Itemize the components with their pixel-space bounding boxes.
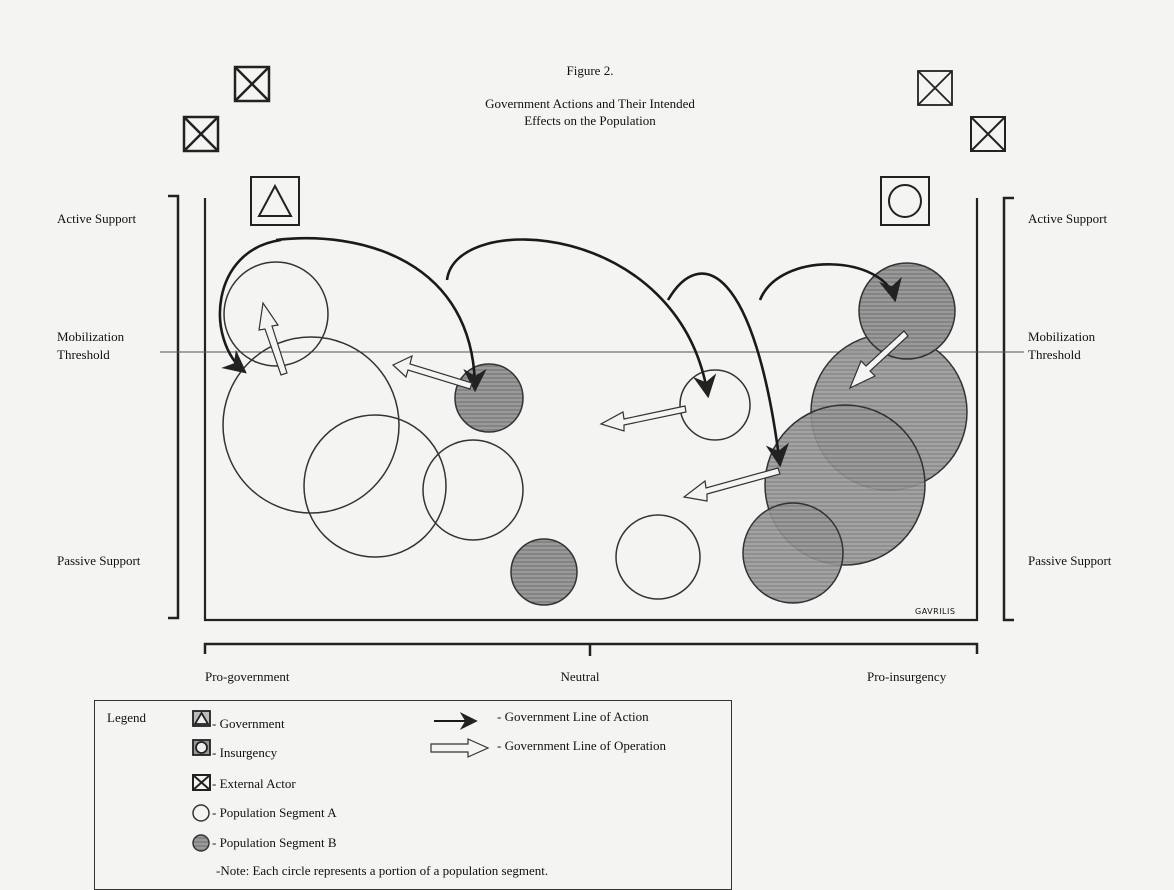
pro-government-label: Pro-government [205, 669, 290, 684]
right-mobilization-label: Mobilization [1028, 329, 1096, 344]
support-axis-bracket [203, 642, 979, 656]
government-icon [250, 176, 300, 226]
figure-title-line1: Government Actions and Their Intended [485, 96, 695, 111]
right-support-bracket [1002, 196, 1014, 622]
legend-line-of-action-label: - Government Line of Action [497, 709, 649, 724]
population-segment-a-circle [679, 369, 751, 441]
legend-external-actor-label: - External Actor [212, 776, 296, 791]
population-container [203, 198, 979, 622]
external-actor-icon [970, 116, 1006, 152]
government-line-of-action [445, 238, 717, 399]
population-segment-a-circle [223, 261, 329, 367]
artist-signature: GAVRILIS [915, 607, 956, 616]
figure-number: Figure 2. [566, 63, 614, 78]
legend-segment-b-label: - Population Segment B [212, 835, 337, 850]
government-line-of-action [666, 272, 789, 468]
population-segment-b-circle [454, 363, 524, 433]
legend-segment-a-label: - Population Segment A [212, 805, 337, 820]
legend-insurgency-label: - Insurgency [212, 745, 278, 760]
right-passive-support-label: Passive Support [1028, 553, 1112, 568]
left-mobilization-label: Mobilization [57, 329, 125, 344]
government-line-of-action [275, 236, 487, 393]
population-segment-b-circle [510, 538, 578, 606]
government-line-of-action [758, 263, 902, 303]
population-segment-a-circle [303, 414, 447, 558]
left-active-support-label: Active Support [57, 211, 137, 226]
left-passive-support-label: Passive Support [57, 553, 141, 568]
legend-segment-b-icon [192, 834, 210, 852]
left-threshold-label: Threshold [57, 347, 110, 362]
external-actor-icon [233, 65, 271, 103]
legend [94, 700, 732, 890]
right-active-support-label: Active Support [1028, 211, 1108, 226]
legend-note: -Note: Each circle represents a portion … [216, 863, 549, 878]
government-line-of-operation [258, 301, 288, 376]
neutral-label: Neutral [560, 669, 600, 684]
legend-insurgency-icon [192, 739, 211, 756]
population-segment-b-circle [742, 502, 844, 604]
legend-government-icon [192, 710, 211, 727]
legend-title: Legend [107, 710, 146, 725]
legend-line-of-operation-label: - Government Line of Operation [497, 738, 666, 753]
legend-external-actor-icon [192, 774, 211, 791]
pro-insurgency-label: Pro-insurgency [867, 669, 947, 684]
government-line-of-operation [599, 405, 687, 432]
external-actor-icon [917, 70, 953, 106]
government-line-of-operation [391, 354, 473, 390]
government-line-of-operation [848, 330, 909, 390]
population-segment-a-circle [222, 336, 400, 514]
population-segment-b-circle [858, 262, 956, 360]
legend-segment-a-icon [192, 804, 210, 822]
legend-line-of-operation-icon [430, 738, 490, 758]
legend-government-label: - Government [212, 716, 285, 731]
external-actor-icon [182, 115, 220, 153]
population-segment-a-circle [615, 514, 701, 600]
insurgency-icon [880, 176, 930, 226]
figure-title-line2: Effects on the Population [524, 113, 656, 128]
right-threshold-label: Threshold [1028, 347, 1081, 362]
government-line-of-action [218, 238, 282, 374]
left-support-bracket [168, 194, 180, 620]
population-segment-a-circle [422, 439, 524, 541]
government-line-of-operation [682, 467, 781, 502]
